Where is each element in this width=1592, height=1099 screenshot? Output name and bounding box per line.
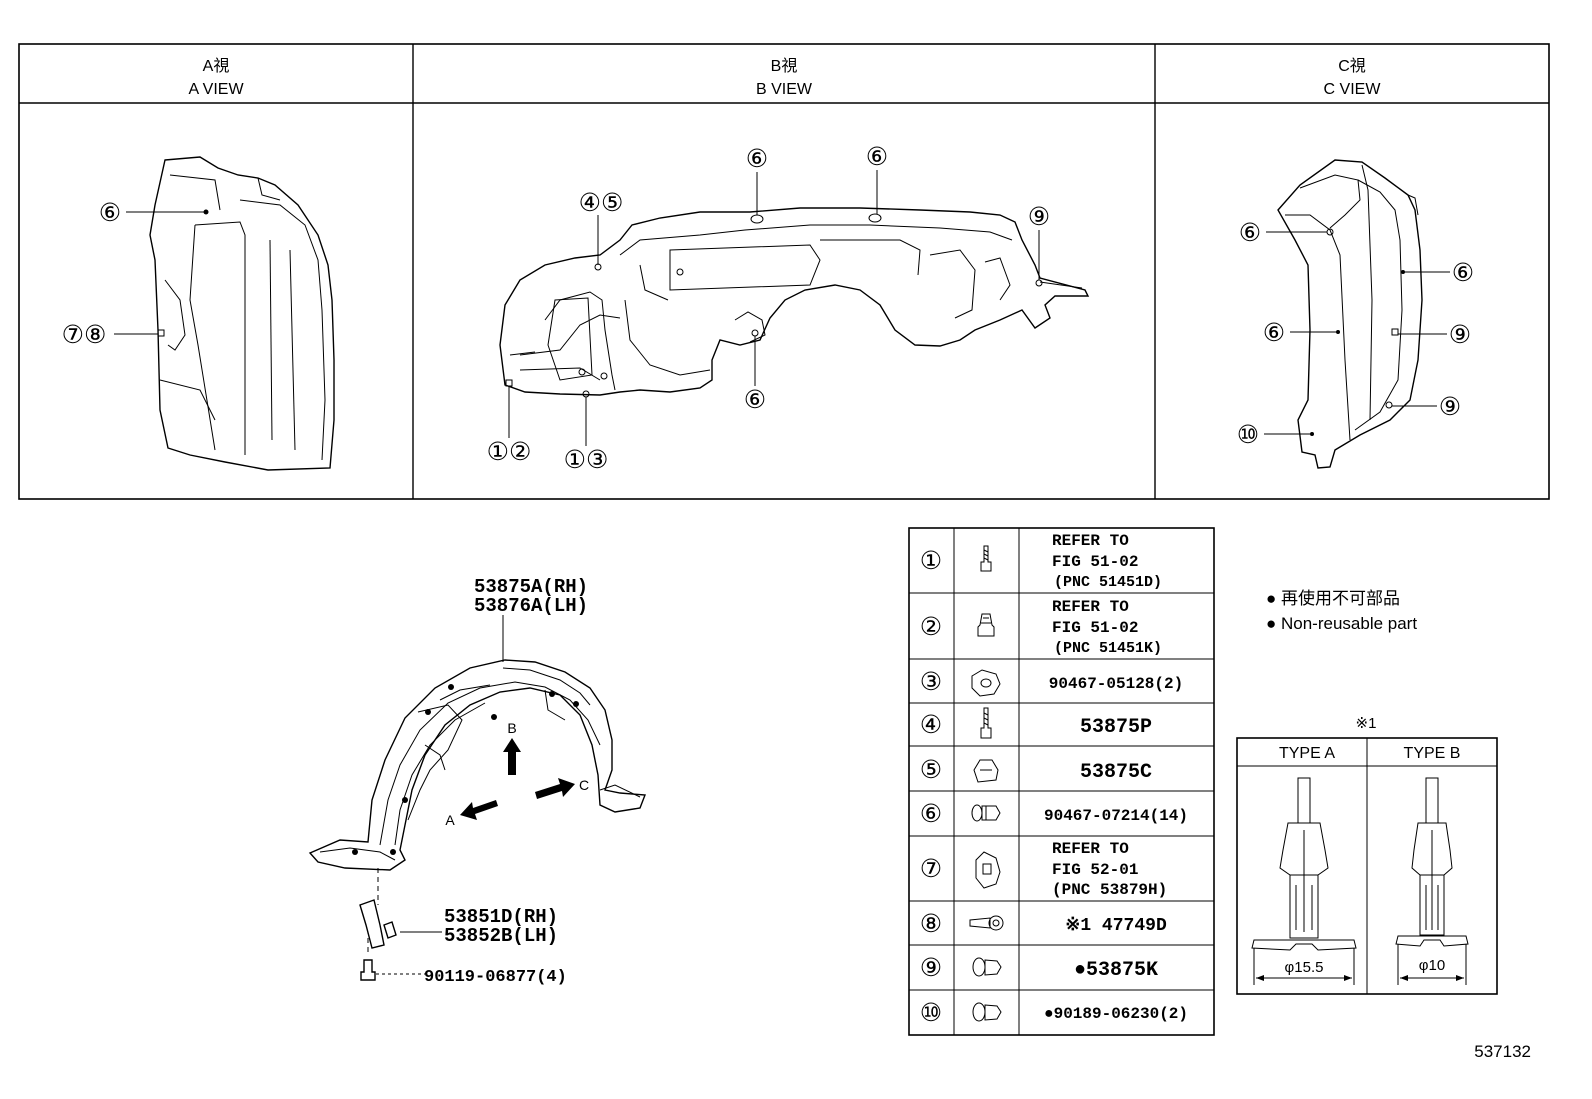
parts-table: ① ② ③ ④ ⑤ ⑥ ⑦ ⑧ ⑨ ⑩ <box>908 527 1215 1036</box>
rivet-icon <box>969 915 1004 931</box>
callout-b-6-top-right: ⑥ <box>866 143 888 171</box>
callout-c-10: ⑩ <box>1237 421 1259 449</box>
table-row-6-number: ⑥ <box>920 800 942 828</box>
nut-icon <box>977 613 995 637</box>
callout-b-1-3: ①③ <box>564 446 609 474</box>
type-a-dimension: φ15.5 <box>1285 959 1324 976</box>
view-a-drawing: ⑥ ⑦⑧ <box>62 156 335 471</box>
type-b-dimension: φ10 <box>1419 957 1445 974</box>
callout-a-7-8: ⑦⑧ <box>62 321 107 349</box>
view-b-title-jp: B視 <box>771 57 798 75</box>
grommet-icon <box>972 1002 1002 1022</box>
arrow-a-label: A <box>445 812 455 828</box>
callout-c-6-top: ⑥ <box>1239 219 1261 247</box>
bolt-icon <box>980 545 992 572</box>
table-row-10-line-1: ●90189-06230(2) <box>1044 1005 1188 1023</box>
view-a-title-en: A VIEW <box>188 81 244 98</box>
type-table-note: ※1 <box>1356 715 1377 732</box>
table-row-3-line-1: 90467-05128(2) <box>1049 675 1183 693</box>
callout-a-6: ⑥ <box>99 199 121 227</box>
table-row-2-line-3: (PNC 51451K) <box>1054 640 1162 657</box>
table-row-2-line-1: REFER TO <box>1052 598 1129 616</box>
retainer-icon <box>975 851 1001 889</box>
part-number-bracket-rh: 53851D(RH) <box>444 906 558 928</box>
callout-b-4-5: ④⑤ <box>579 189 624 217</box>
part-number-bolt: 90119-06877(4) <box>424 968 567 987</box>
push-clip-icon <box>971 804 1001 822</box>
table-row-5-number: ⑤ <box>920 756 942 784</box>
callout-b-6-bottom: ⑥ <box>744 386 766 414</box>
table-row-1-number: ① <box>920 547 942 575</box>
table-row-2-line-2: FIG 51-02 <box>1052 619 1138 637</box>
legend-jp: ● 再使用不可部品 <box>1266 588 1400 608</box>
view-panel: A視 A VIEW B視 B VIEW C視 C VIEW <box>18 43 1550 500</box>
table-row-1-line-1: REFER TO <box>1052 532 1129 550</box>
view-b-title-en: B VIEW <box>756 81 813 98</box>
table-row-6-line-1: 90467-07214(14) <box>1044 807 1188 825</box>
table-row-1-line-3: (PNC 51451D) <box>1054 574 1162 591</box>
table-row-3-number: ③ <box>920 668 942 696</box>
table-row-10-number: ⑩ <box>920 999 942 1027</box>
type-a-header: TYPE A <box>1279 745 1335 762</box>
table-row-9-line-1: ●53875K <box>1074 959 1158 982</box>
view-c-title-en: C VIEW <box>1324 81 1382 98</box>
callout-b-6-top-left: ⑥ <box>746 145 768 173</box>
table-row-7-line-2: FIG 52-01 <box>1052 861 1138 879</box>
callout-c-6-right: ⑥ <box>1452 259 1474 287</box>
type-b-header: TYPE B <box>1404 745 1461 762</box>
table-row-7-line-1: REFER TO <box>1052 840 1129 858</box>
callout-b-1-2: ①② <box>487 438 532 466</box>
table-row-8-number: ⑧ <box>920 910 942 938</box>
view-b-drawing: ④⑤ ⑥ ⑥ ⑨ ⑥ ①② ①③ <box>487 143 1090 474</box>
table-row-1-line-2: FIG 51-02 <box>1052 553 1138 571</box>
type-a-clip-drawing: φ15.5 <box>1251 777 1357 985</box>
table-row-4-number: ④ <box>920 711 942 739</box>
clip-icon <box>973 759 999 783</box>
part-number-liner-lh: 53876A(LH) <box>474 595 588 617</box>
view-a-title-jp: A視 <box>203 57 230 75</box>
view-c-title-jp: C視 <box>1338 57 1366 75</box>
arrow-c-label: C <box>579 777 589 793</box>
legend: ● 再使用不可部品 ● Non-reusable part <box>1266 588 1417 633</box>
figure-number: 537132 <box>1474 1042 1531 1061</box>
callout-c-9-upper: ⑨ <box>1449 321 1471 349</box>
part-number-liner-rh: 53875A(RH) <box>474 576 588 598</box>
grommet-icon <box>972 957 1002 977</box>
legend-en: ● Non-reusable part <box>1266 614 1417 633</box>
arrow-b-label: B <box>507 720 516 736</box>
table-row-7-line-3: (PNC 53879H) <box>1052 881 1167 899</box>
table-row-2-number: ② <box>920 613 942 641</box>
table-row-4-line-1: 53875P <box>1080 716 1152 739</box>
table-row-5-line-1: 53875C <box>1080 761 1152 784</box>
table-row-8-line-1: ※1 47749D <box>1065 916 1167 936</box>
view-c-drawing: ⑥ ⑥ ⑥ ⑨ ⑨ ⑩ <box>1237 159 1474 469</box>
type-table: ※1 TYPE A TYPE B φ15.5 <box>1236 715 1498 995</box>
fender-liner-drawing: B C A 53875A(RH) 53876A(LH) 53851D(RH) 5… <box>308 576 646 987</box>
type-b-clip-drawing: φ10 <box>1395 777 1469 985</box>
part-number-bracket-lh: 53852B(LH) <box>444 925 558 947</box>
table-row-7-number: ⑦ <box>920 855 942 883</box>
clip-nut-icon <box>971 669 1001 697</box>
screw-icon <box>980 707 992 739</box>
callout-c-6-middle: ⑥ <box>1263 319 1285 347</box>
callout-c-9-lower: ⑨ <box>1439 393 1461 421</box>
callout-b-9: ⑨ <box>1028 203 1050 231</box>
table-row-9-number: ⑨ <box>920 954 942 982</box>
